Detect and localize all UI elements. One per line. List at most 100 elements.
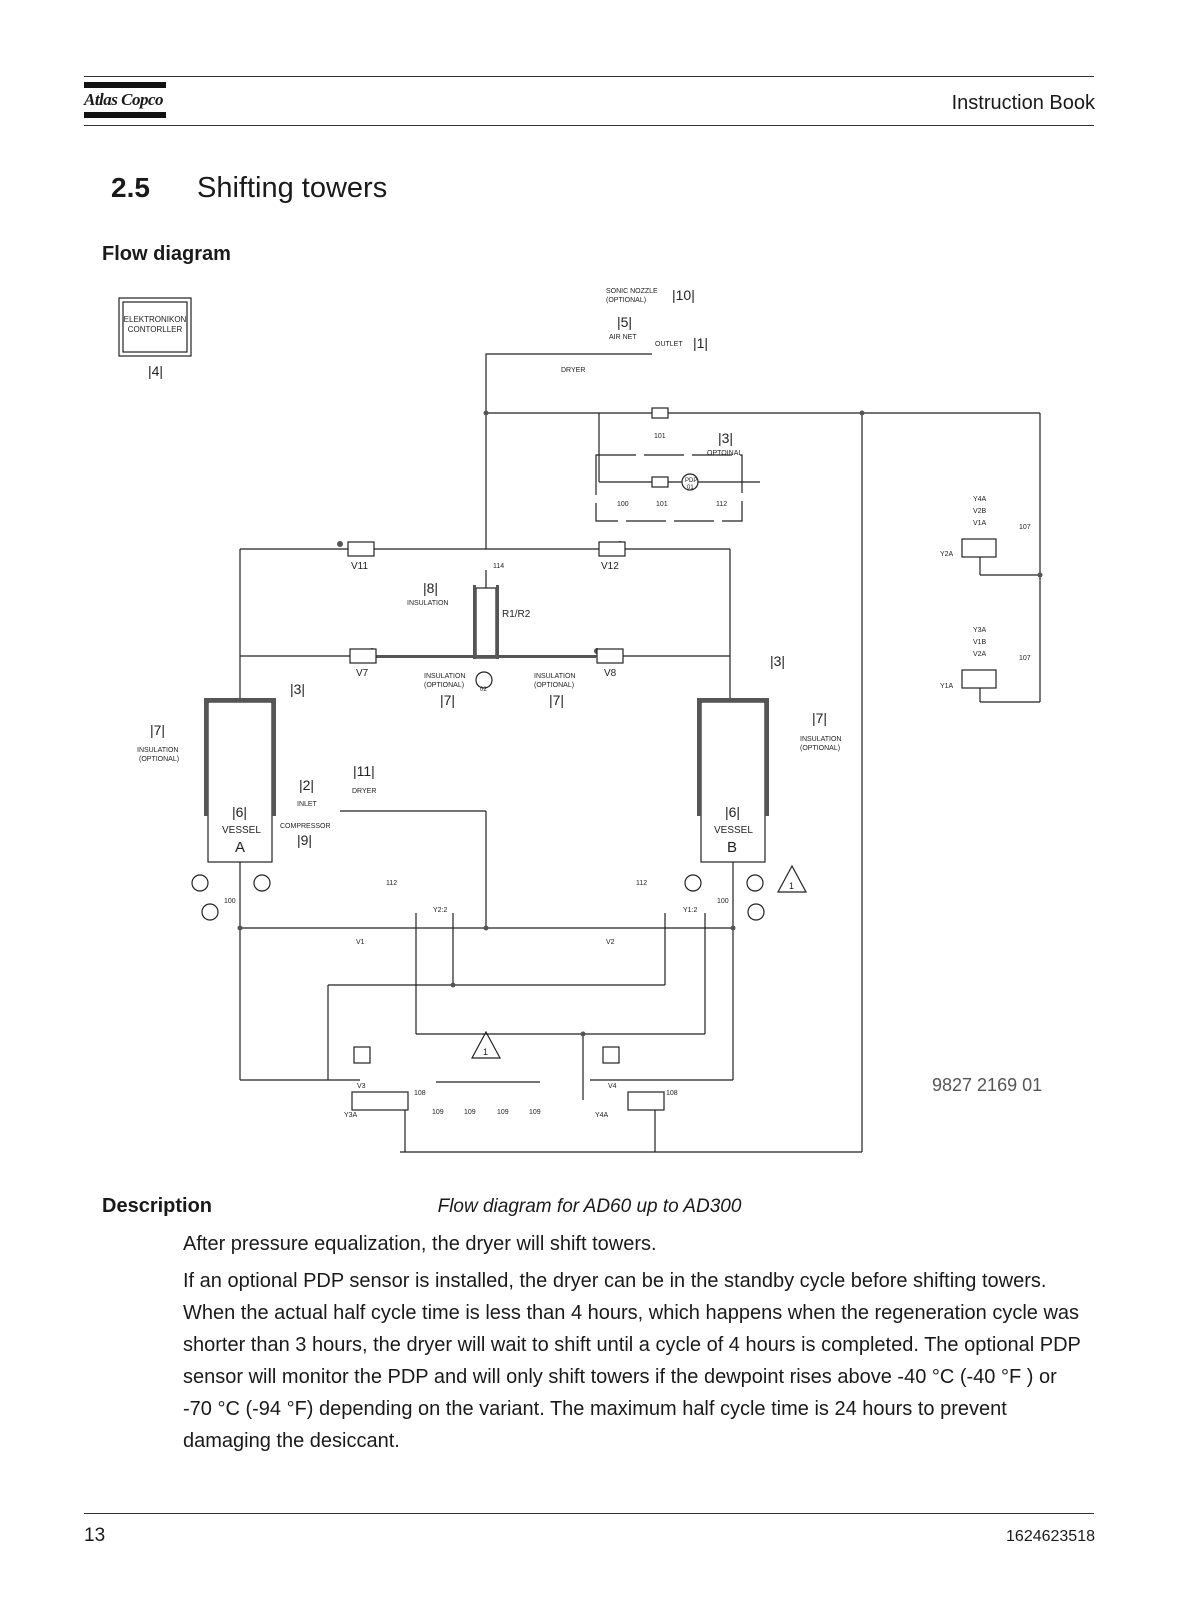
tag-109c: 109 (497, 1109, 509, 1116)
vessel-a-label: VESSEL (222, 825, 261, 836)
tag-101b: 101 (656, 501, 668, 508)
controller-box (118, 297, 192, 357)
tag-107a: 107 (1019, 524, 1031, 531)
tag-109a: 109 (432, 1109, 444, 1116)
v1-label: V1 (356, 939, 365, 946)
sonic-nozzle-label: SONIC NOZZLE (606, 288, 658, 295)
ref-7d: |7| (812, 710, 827, 726)
v8-label: V8 (604, 668, 617, 679)
header-title: Instruction Book (951, 92, 1095, 114)
ref-4: |4| (148, 363, 163, 379)
vessel-a (207, 701, 273, 863)
paragraph-1: After pressure equalization, the dryer w… (183, 1233, 657, 1255)
v2b-label: V2B (973, 508, 987, 515)
optional-right-label: (OPTIONAL) (800, 745, 840, 752)
v4-label: V4 (608, 1083, 617, 1090)
ref-6a: |6| (232, 804, 247, 820)
y3a-label: Y3A (973, 627, 987, 634)
controller-line1: ELEKTRONIKON (124, 315, 187, 324)
flow-diagram: ELEKTRONIKON CONTORLLER |4| SONIC NOZZLE… (118, 287, 1043, 1153)
pdp-num: 01 (687, 485, 694, 491)
vessel-a-letter: A (235, 839, 245, 856)
y4a-label: Y4A (973, 496, 987, 503)
ref-5: |5| (617, 314, 632, 330)
ref-2: |2| (299, 777, 314, 793)
y12-label: Y1:2 (683, 907, 698, 914)
figure-caption: Flow diagram for AD60 up to AD300 (437, 1196, 742, 1217)
v2a-label: V2A (973, 651, 987, 658)
air-net-label: AIR NET (609, 334, 637, 341)
atlas-copco-logo: Atlas Copco (84, 82, 166, 118)
vessel-b-letter: B (727, 839, 737, 856)
insulation-1-label: INSULATION (424, 673, 466, 680)
v7-label: V7 (356, 668, 369, 679)
ref-7a: |7| (440, 692, 455, 708)
v1a-label: V1A (973, 520, 987, 527)
v2-label: V2 (606, 939, 615, 946)
insulation-8-label: INSULATION (407, 600, 449, 607)
ref-1: |1| (693, 335, 708, 351)
warning-2-number: 1 (789, 881, 794, 891)
sonic-optional-label: (OPTIONAL) (606, 297, 646, 304)
tag-112b: 112 (386, 880, 397, 887)
outlet-line (485, 353, 652, 549)
document-number: 1624623518 (1006, 1528, 1095, 1545)
ref-7b: |7| (549, 692, 564, 708)
optional-2-label: (OPTIONAL) (534, 682, 574, 689)
compressor-label: COMPRESSOR (280, 823, 331, 830)
ref-10: |10| (672, 287, 695, 303)
tag-100c: 100 (717, 898, 729, 905)
paragraph-2: If an optional PDP sensor is installed, … (183, 1270, 1081, 1452)
dryer-top-label: DRYER (561, 367, 585, 374)
header-top-rule (84, 76, 1094, 77)
inlet-label: INLET (297, 801, 318, 808)
insulation-2-label: INSULATION (534, 673, 576, 680)
v12-label: V12 (601, 561, 619, 572)
warning-1-number: 1 (483, 1047, 488, 1057)
v11-label: V11 (351, 561, 368, 572)
optional-top-label: OPTOINAL (707, 450, 742, 457)
section-number: 2.5 (111, 172, 150, 203)
drawing-number: 9827 2169 01 (932, 1075, 1042, 1095)
vessel-b (700, 701, 766, 863)
ref-6b: |6| (725, 804, 740, 820)
tag-112a: 112 (716, 501, 727, 508)
pdp-label: PDP (685, 478, 697, 484)
section-title: Shifting towers (197, 172, 388, 204)
header-bottom-rule (84, 125, 1094, 126)
tag-108a: 108 (414, 1090, 426, 1097)
y4a-bottom-label: Y4A (595, 1112, 609, 1119)
y1a-label: Y1A (940, 683, 954, 690)
y2a-label: Y2A (940, 551, 954, 558)
r1r2-label: R1/R2 (502, 609, 531, 620)
tag-100b: 100 (224, 898, 236, 905)
dryer-mid-label: DRYER (352, 788, 376, 795)
controller-line2: CONTORLLER (128, 325, 183, 334)
optional-left-label: (OPTIONAL) (139, 756, 179, 763)
ref-3b: |3| (290, 681, 305, 697)
ref-8: |8| (423, 580, 438, 596)
ref-9: |9| (297, 832, 312, 848)
ref-7c: |7| (150, 722, 165, 738)
y3a-bottom-label: Y3A (344, 1112, 358, 1119)
y22-label: Y2:2 (433, 907, 448, 914)
flow-diagram-heading: Flow diagram (102, 243, 231, 265)
ref-3c: |3| (770, 653, 785, 669)
description-heading: Description (102, 1195, 213, 1217)
v3-label: V3 (357, 1083, 366, 1090)
ref-3a: |3| (718, 430, 733, 446)
insulation-right-label: INSULATION (800, 736, 842, 743)
optional-1-label: (OPTIONAL) (424, 682, 464, 689)
page-number: 13 (84, 1525, 106, 1546)
footer-rule (84, 1513, 1094, 1514)
tag-100a: 100 (617, 501, 629, 508)
tag-107b: 107 (1019, 655, 1031, 662)
tag-109d: 109 (529, 1109, 541, 1116)
tag-112c: 112 (636, 880, 647, 887)
ref-11: |11| (353, 763, 375, 779)
tag-114: 114 (493, 563, 504, 570)
tag-108b: 108 (666, 1090, 678, 1097)
insulation-left-label: INSULATION (137, 747, 179, 754)
outlet-label: OUTLET (655, 341, 683, 348)
tt-02-label: 02 (480, 687, 487, 693)
